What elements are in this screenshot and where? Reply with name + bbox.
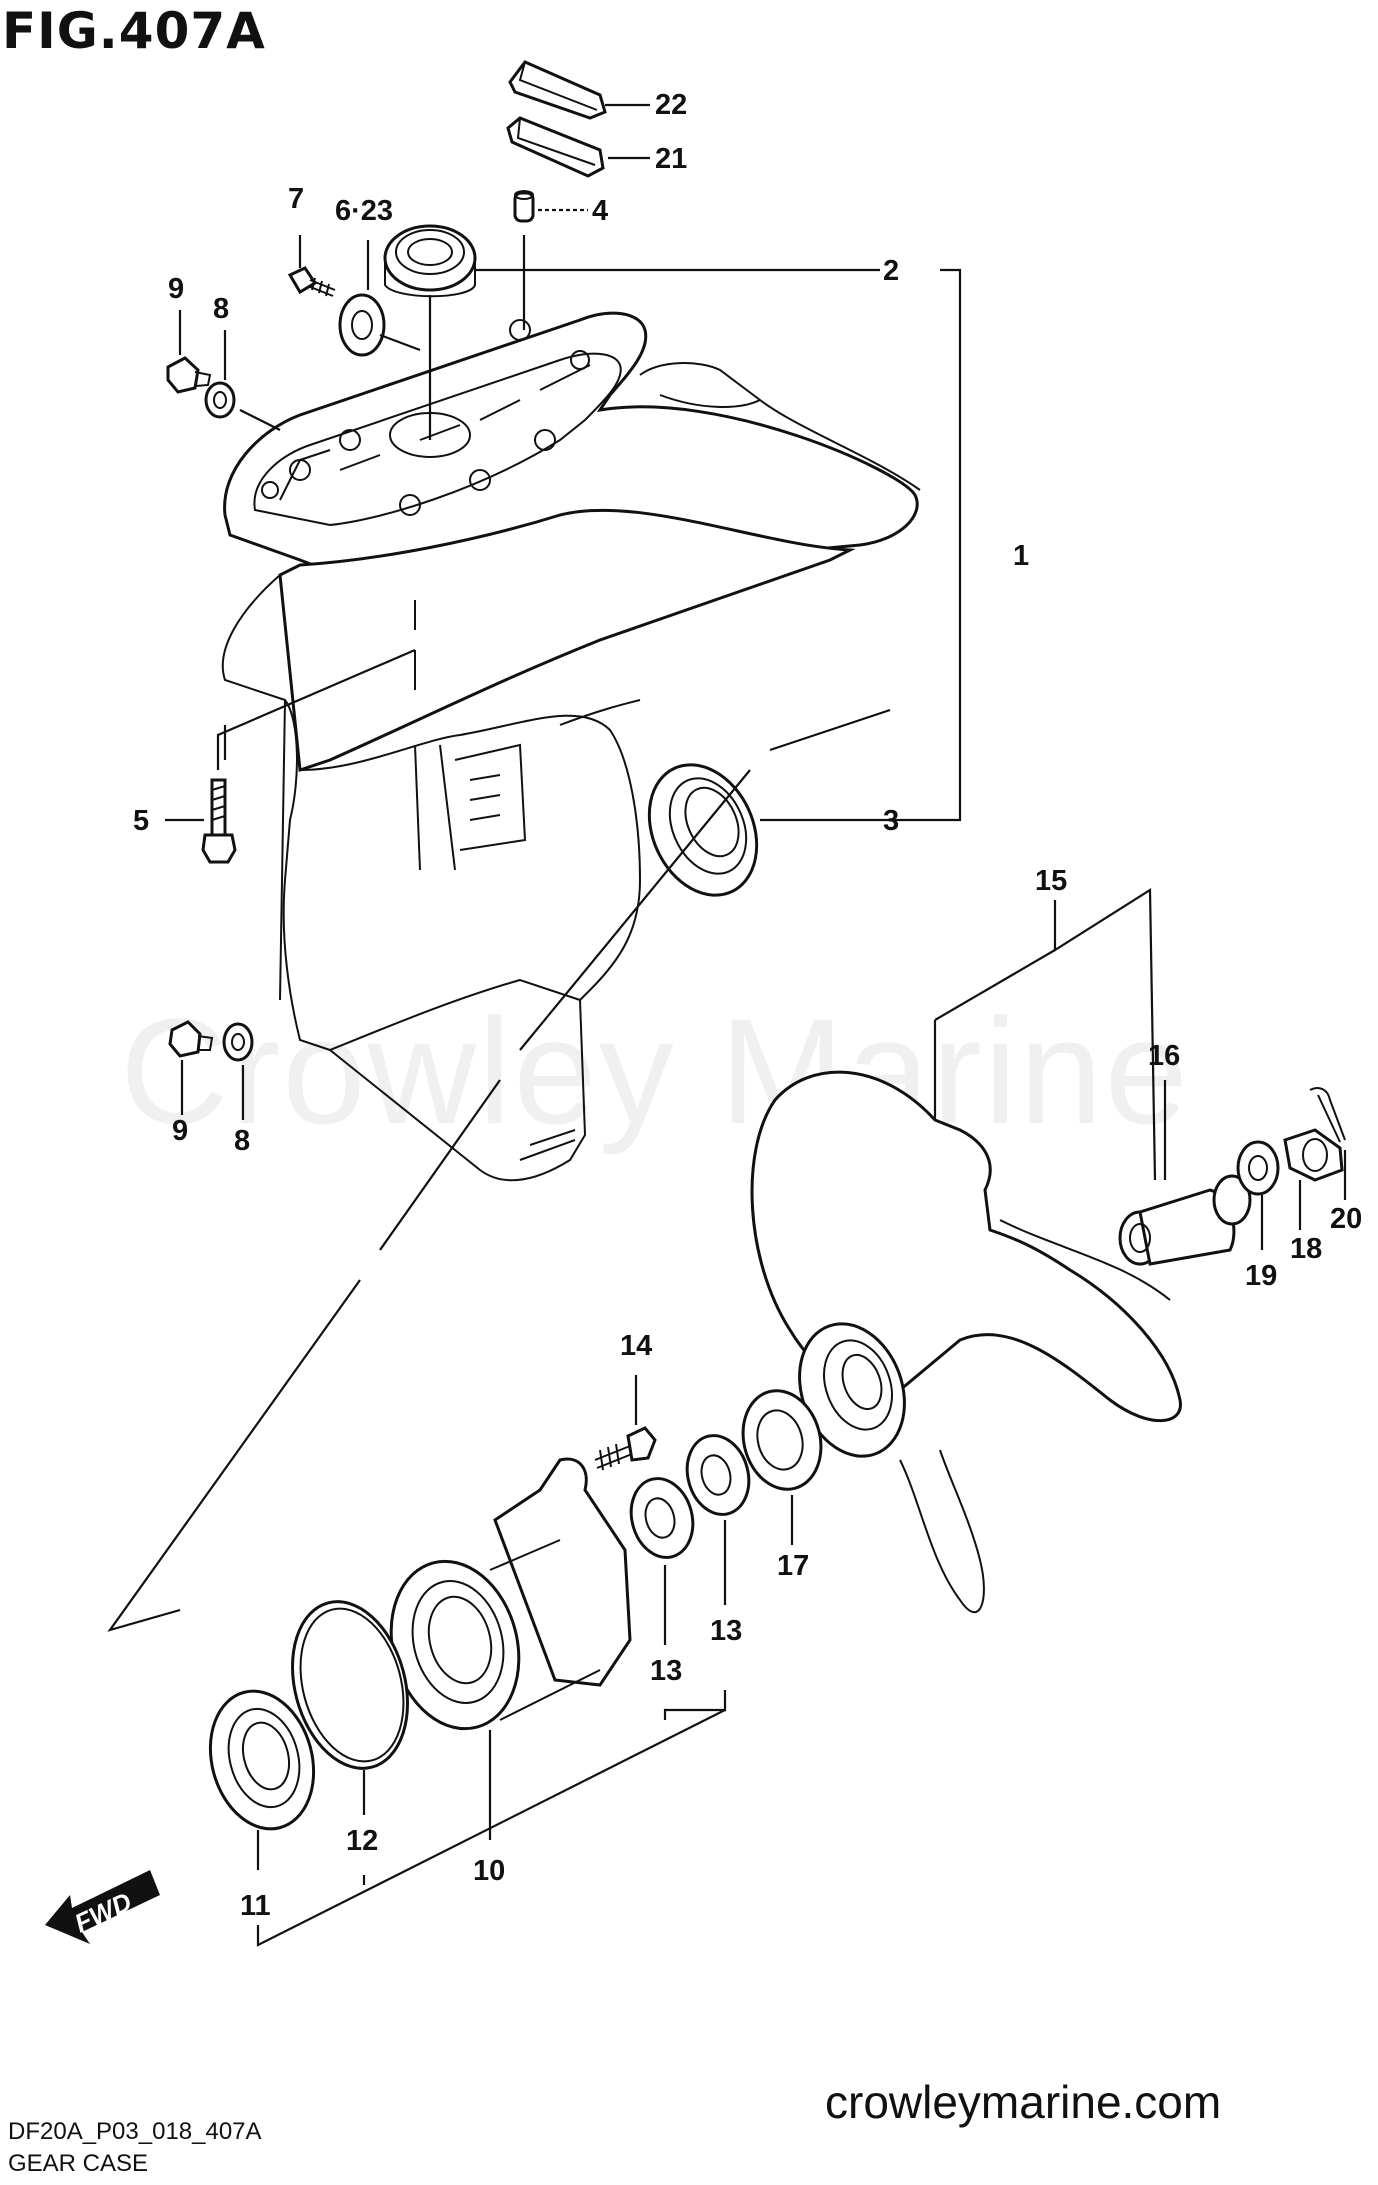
o-ring-12[interactable] <box>275 1589 425 1782</box>
liner-21[interactable] <box>506 116 605 178</box>
callout-8-upper: 8 <box>213 293 229 325</box>
callout-11: 11 <box>240 1890 271 1922</box>
callout-2: 2 <box>883 255 899 287</box>
callout-14: 14 <box>620 1330 652 1362</box>
watermark: Crowley Marine <box>120 987 1190 1155</box>
callout-19: 19 <box>1245 1260 1277 1292</box>
collar-6-23[interactable] <box>338 293 386 357</box>
callout-1: 1 <box>1013 540 1029 572</box>
callout-6-23: 6·23 <box>335 195 393 227</box>
liner-22[interactable] <box>508 60 607 120</box>
callout-5: 5 <box>133 805 149 837</box>
diagram-code: DF20A_P03_018_407A <box>8 2118 262 2145</box>
oil-seal-3[interactable] <box>629 747 777 913</box>
website-url[interactable]: crowleymarine.com <box>825 2076 1222 2128</box>
callout-17: 17 <box>777 1550 809 1582</box>
callout-13-rear: 13 <box>710 1615 742 1647</box>
callout-12: 12 <box>346 1825 378 1857</box>
callout-10: 10 <box>473 1855 505 1887</box>
callout-16: 16 <box>1148 1040 1180 1072</box>
spacer-16[interactable] <box>1118 1174 1252 1266</box>
gear-case-housing[interactable] <box>221 311 921 1182</box>
propeller-15[interactable] <box>750 1070 1182 1614</box>
thrust-washer-17[interactable] <box>732 1382 831 1498</box>
cotter-pin-20[interactable] <box>1309 1087 1346 1143</box>
screw-7[interactable] <box>287 266 336 297</box>
callout-8-lower: 8 <box>234 1125 250 1157</box>
oil-seal-11[interactable] <box>196 1679 329 1840</box>
bolt-5[interactable] <box>201 778 237 864</box>
washer-8-upper[interactable] <box>204 381 236 419</box>
drain-plug-9-upper[interactable] <box>166 356 212 394</box>
dowel-pin-4[interactable] <box>513 190 535 223</box>
nut-18[interactable] <box>1283 1128 1344 1182</box>
callout-21: 21 <box>655 143 687 175</box>
callout-22: 22 <box>655 89 687 121</box>
callout-15: 15 <box>1035 865 1067 897</box>
bearing-2[interactable] <box>383 224 477 298</box>
diagram-caption: GEAR CASE <box>8 2150 149 2177</box>
callout-3: 3 <box>883 805 899 837</box>
callout-4: 4 <box>592 195 608 227</box>
fwd-arrow: FWD <box>45 1870 160 1944</box>
bearing-13-front[interactable] <box>623 1472 702 1565</box>
callout-18: 18 <box>1290 1233 1322 1265</box>
callout-9-lower: 9 <box>172 1115 188 1147</box>
callout-13-front: 13 <box>650 1655 682 1687</box>
washer-19[interactable] <box>1236 1140 1280 1196</box>
bolt-14[interactable] <box>594 1426 657 1471</box>
bearing-13-rear[interactable] <box>679 1429 758 1522</box>
shaft-housing-10[interactable] <box>373 1457 632 1743</box>
figure-title: FIG.407A <box>2 2 266 60</box>
drain-plug-9-lower[interactable] <box>168 1020 214 1058</box>
washer-8-lower[interactable] <box>222 1022 254 1062</box>
callout-7: 7 <box>288 183 304 215</box>
callout-9-upper: 9 <box>168 273 184 305</box>
callout-20: 20 <box>1330 1203 1362 1235</box>
